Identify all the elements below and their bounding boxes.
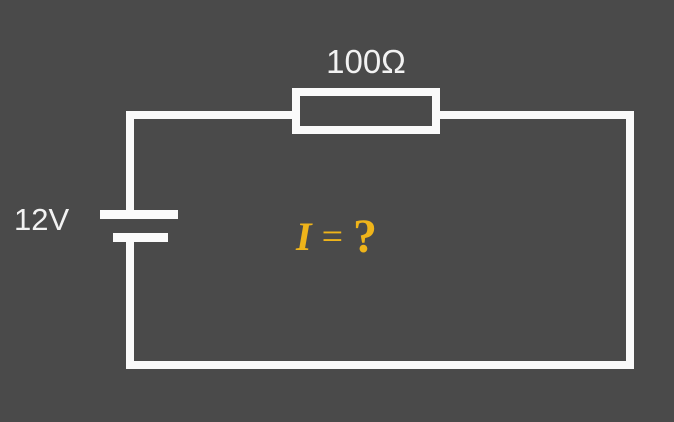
wire-bottom-segment	[126, 361, 634, 369]
current-unknown-value: ?	[353, 210, 378, 263]
wire-left-upper-segment	[126, 111, 134, 214]
resistor-value-label: 100Ω	[326, 43, 406, 80]
battery-positive-plate-icon	[100, 210, 178, 219]
current-equals-sign: =	[321, 216, 344, 258]
battery-voltage-label: 12V	[14, 202, 70, 237]
current-annotation: I = ?	[296, 210, 378, 263]
wire-right-segment	[626, 111, 634, 369]
resistor-symbol	[292, 88, 440, 134]
wire-left-lower-segment	[126, 238, 134, 369]
current-symbol-label: I	[296, 214, 312, 259]
battery-negative-plate-icon	[113, 233, 168, 242]
